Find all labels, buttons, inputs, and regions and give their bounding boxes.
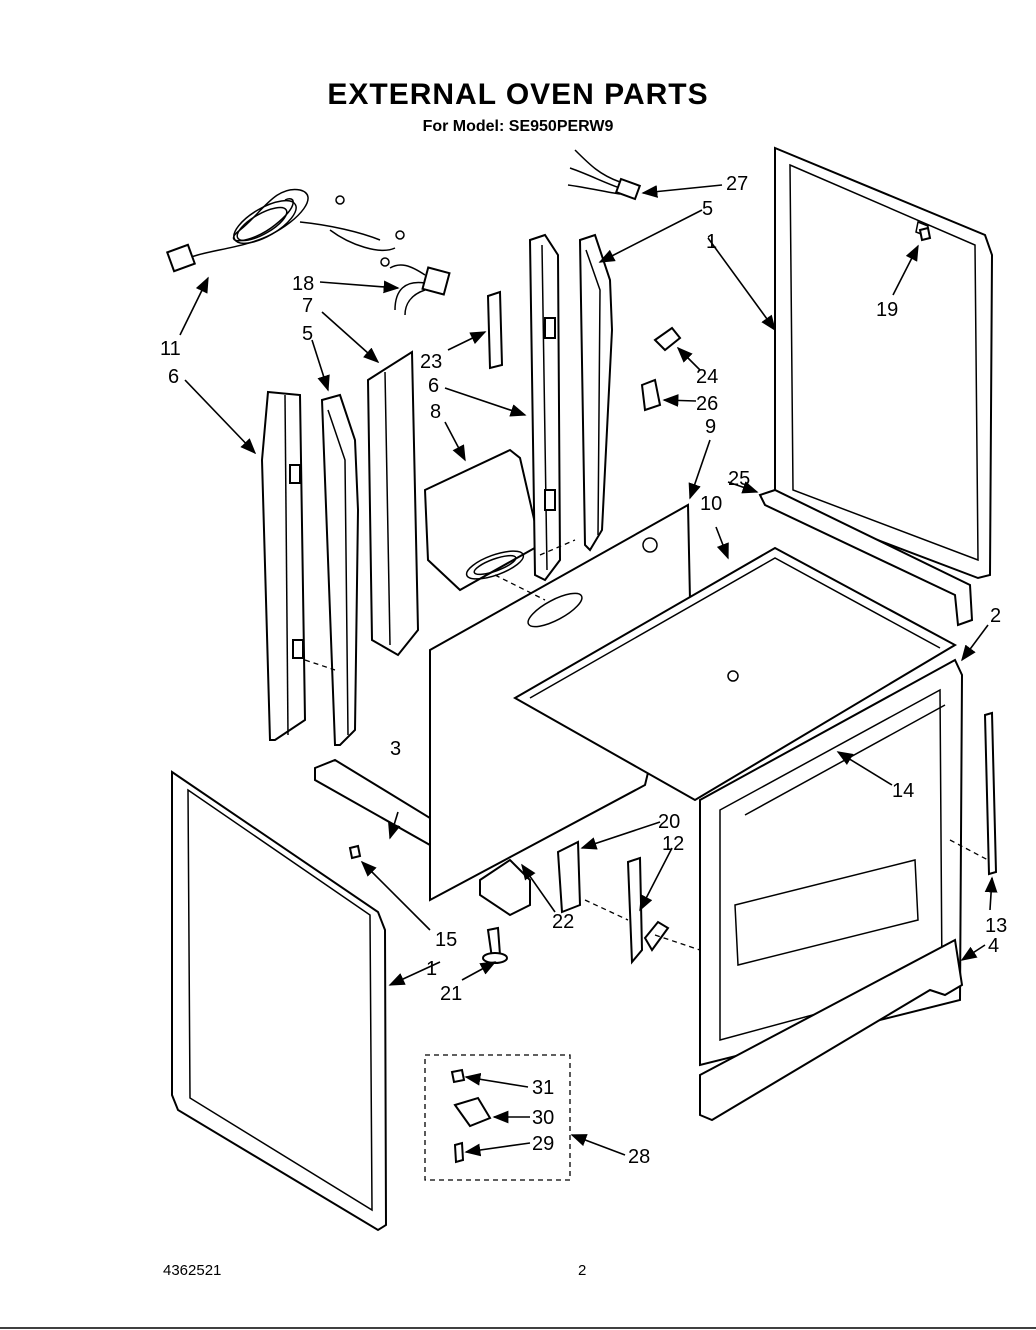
callout-8: 8 — [430, 401, 441, 423]
callout-30: 30 — [532, 1107, 554, 1129]
callout-10: 10 — [700, 493, 722, 515]
callout-18: 18 — [292, 273, 314, 295]
clip-part — [653, 326, 682, 352]
callout-2: 2 — [990, 605, 1001, 627]
left-trim-part — [260, 390, 307, 741]
page-number: 2 — [578, 1262, 587, 1279]
assembly-lines — [304, 539, 989, 951]
vent-duct-part — [423, 448, 542, 592]
bracket-20-part — [556, 840, 582, 914]
hardware-kit-box — [424, 1054, 571, 1181]
bracket-clip-part — [640, 378, 662, 412]
top-panel-part — [512, 546, 958, 802]
hinge-12-part — [626, 856, 670, 965]
page-title: EXTERNAL OVEN PARTS — [327, 78, 709, 111]
callout-19: 19 — [876, 299, 898, 321]
callout-4: 4 — [988, 935, 999, 957]
gasket-strip-part — [758, 488, 974, 627]
bottom-rail-part — [314, 758, 431, 847]
callout-13: 13 — [985, 915, 1007, 937]
leg-bracket-part — [479, 858, 531, 917]
callout-31: 31 — [532, 1077, 554, 1099]
callout-26: 26 — [696, 393, 718, 415]
callout-1a: 1 — [706, 231, 717, 253]
callout-22: 22 — [552, 911, 574, 933]
callout-23: 23 — [420, 351, 442, 373]
callout-6b: 6 — [428, 375, 439, 397]
right-trim-rail-part — [578, 233, 614, 552]
side-strip-part — [983, 711, 998, 876]
screw-15-part — [348, 844, 362, 860]
model-subtitle: For Model: SE950PERW9 — [422, 118, 614, 135]
callout-9: 9 — [705, 416, 716, 438]
screw-19-part — [918, 226, 932, 242]
leveling-leg-part — [482, 926, 508, 964]
callout-7: 7 — [302, 295, 313, 317]
power-cord-part — [165, 188, 405, 273]
left-trim-rail-part — [320, 393, 360, 746]
right-rear-trim-part — [528, 233, 562, 582]
callout-21: 21 — [440, 983, 462, 1005]
callout-28: 28 — [628, 1146, 650, 1168]
insulation-panel-part — [366, 350, 420, 657]
callout-14: 14 — [892, 780, 914, 802]
wire-harness-top-part — [567, 149, 642, 201]
bottom-trim-part — [699, 938, 964, 1122]
callout-15: 15 — [435, 929, 457, 951]
side-panel-left-part — [171, 770, 388, 1232]
bracket-part — [486, 290, 504, 370]
callout-5b: 5 — [302, 323, 313, 345]
callout-6a: 6 — [168, 366, 179, 388]
document-number: 4362521 — [163, 1262, 222, 1279]
leader-lines — [179, 184, 998, 1157]
wire-harness-part — [389, 264, 451, 316]
callout-3: 3 — [390, 738, 401, 760]
callout-27: 27 — [726, 173, 748, 195]
callout-11: 11 — [160, 338, 181, 360]
callout-24: 24 — [696, 366, 718, 388]
callout-12: 12 — [662, 833, 684, 855]
callout-29: 29 — [532, 1133, 554, 1155]
callout-1b: 1 — [426, 958, 437, 980]
callout-5a: 5 — [702, 198, 713, 220]
callout-labels: 1 1 2 3 4 5 5 6 6 7 8 9 10 11 12 13 14 1… — [160, 173, 1007, 1168]
callout-20: 20 — [658, 811, 680, 833]
callout-25: 25 — [728, 468, 750, 490]
